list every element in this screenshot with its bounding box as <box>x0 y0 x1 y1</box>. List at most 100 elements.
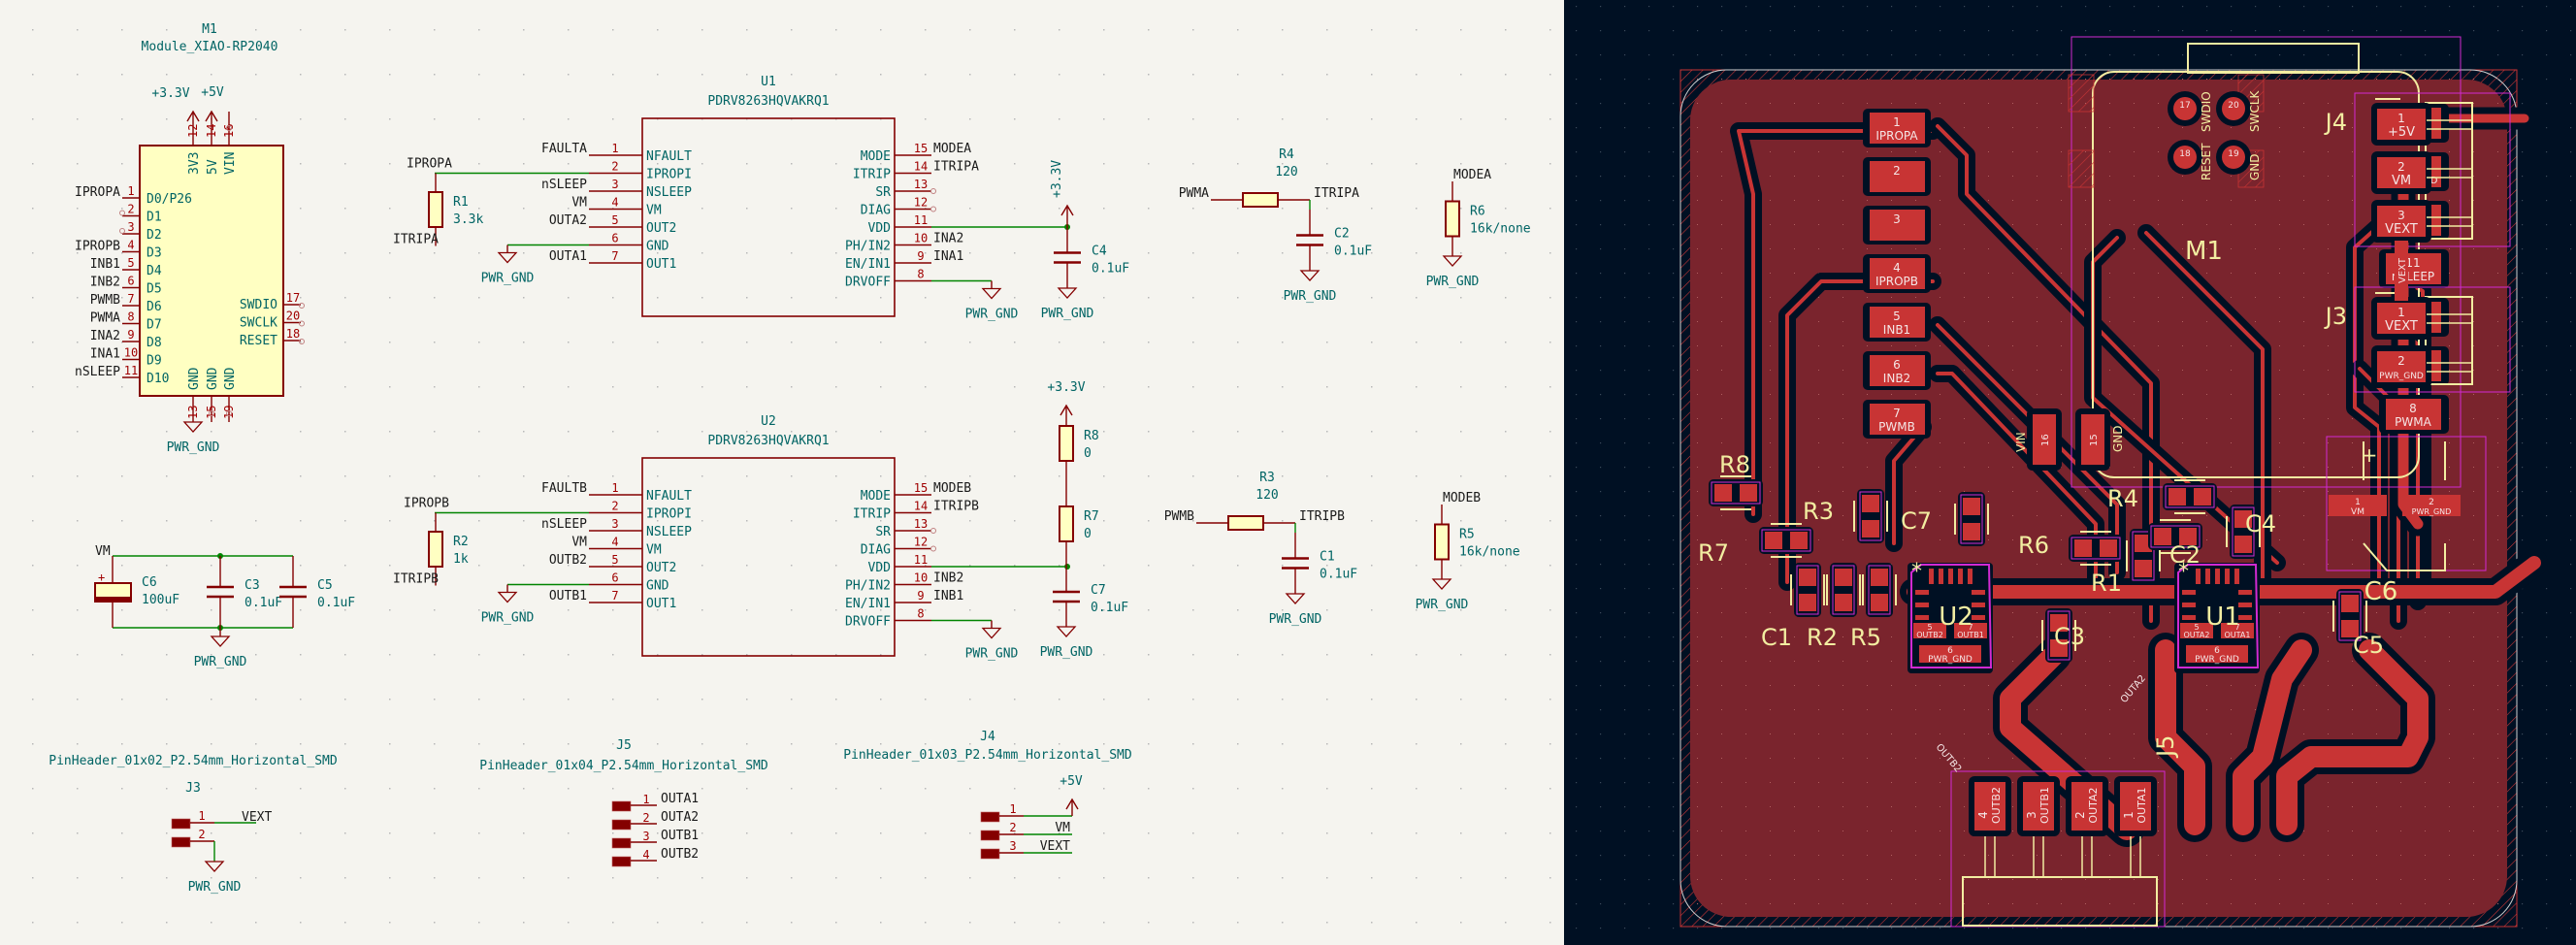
grid-dot <box>1673 151 1675 153</box>
footprint-r2[interactable]: R2 <box>1807 563 1861 651</box>
grid-dot <box>2134 491 2135 492</box>
pad-number: 11 <box>2405 256 2420 270</box>
pad-16[interactable]: 16 <box>2027 408 2062 471</box>
pin-number: 9 <box>917 589 924 603</box>
grid-dot <box>1697 297 1698 298</box>
footprint-c1[interactable]: C1 <box>1761 563 1825 651</box>
grid-dot <box>2497 248 2498 249</box>
capacitor-c7[interactable]: C70.1uF <box>1053 567 1128 627</box>
footprint-r7[interactable]: R7 <box>1698 523 1813 567</box>
grid-dot <box>1416 654 1418 656</box>
resistor-r7[interactable]: R70 <box>1059 481 1099 567</box>
footprint-r3[interactable]: R3 <box>1803 489 1888 543</box>
footprint-c4[interactable]: C4 <box>2226 505 2276 559</box>
pad-3[interactable]: 3 <box>1863 206 1931 244</box>
pad-15[interactable]: 15 <box>2075 408 2110 471</box>
capacitor-c4[interactable]: C40.1uF <box>1054 227 1129 288</box>
grid-dot <box>1192 163 1194 165</box>
resistor-r8[interactable]: R80 <box>1059 406 1099 481</box>
capacitor-c3[interactable]: C30.1uF <box>207 556 282 628</box>
capacitor-c1[interactable]: C10.1uF <box>1282 533 1357 594</box>
footprint-r5[interactable]: R5 <box>1850 563 1897 651</box>
driver-u1[interactable]: U1PDRV8263HQVAKRQ11NFAULTFAULTA2IPROPI3N… <box>393 75 1070 322</box>
connector-j4[interactable]: J4PinHeader_01x03_P2.54mm_Horizontal_SMD… <box>843 730 1132 860</box>
pcb-drawing[interactable]: M11IPROPA234IPROPB5INB16INB27PWMB14+5V13… <box>1564 0 2576 945</box>
ground-icon <box>1442 255 1463 267</box>
footprint-c3[interactable]: C3 <box>2041 608 2085 663</box>
grid-dot <box>1326 877 1328 879</box>
resistor-r3[interactable] <box>1196 515 1295 531</box>
footprint-r6[interactable]: R6 <box>2018 531 2123 566</box>
footprint-r8[interactable]: R8 <box>1709 451 1763 510</box>
grid-dot <box>880 386 882 388</box>
th-pad-17[interactable]: 17 <box>2168 91 2202 126</box>
connector-j5[interactable]: J5PinHeader_01x04_P2.54mm_Horizontal_SMD… <box>479 738 768 867</box>
capacitor-c2[interactable]: C20.1uF <box>1296 210 1372 271</box>
capacitor-c5[interactable]: C50.1uF <box>279 556 355 628</box>
th-pad-19[interactable]: 19 <box>2216 140 2251 175</box>
grid-dot <box>2449 564 2450 565</box>
resistor-r4[interactable] <box>1211 192 1310 208</box>
grid-dot <box>1648 733 1650 735</box>
pad-2[interactable]: 2VM <box>2371 151 2431 194</box>
connector-j3[interactable]: PinHeader_01x02_P2.54mm_Horizontal_SMDJ3… <box>49 754 338 895</box>
grid-dot <box>2255 273 2256 274</box>
grid-dot <box>1818 6 1820 8</box>
grid-dot <box>1794 200 1795 201</box>
schematic-drawing[interactable]: M1Module_XIAO-RP2040+3.3V+5V123V3145V16V… <box>0 0 1564 945</box>
component-value: 100uF <box>142 593 179 607</box>
pad-2[interactable]: 2 <box>1863 157 1931 196</box>
pcb-editor-canvas[interactable]: M11IPROPA234IPROPB5INB16INB27PWMB14+5V13… <box>1564 0 2576 945</box>
th-pad-18[interactable]: 18 <box>2168 140 2202 175</box>
th-pad-20[interactable]: 20 <box>2216 91 2251 126</box>
module-m1[interactable]: M1Module_XIAO-RP2040+3.3V+5V123V3145V16V… <box>75 22 305 455</box>
footprint-c5[interactable]: C5 <box>2332 589 2384 659</box>
footprint-c7[interactable]: C7 <box>1901 492 1989 546</box>
grid-dot <box>1148 431 1150 433</box>
ref-designator: J4 <box>980 730 995 744</box>
pad-1[interactable]: 1+5V <box>2371 103 2431 146</box>
grid-dot <box>2376 806 2377 807</box>
resistor-r1[interactable]: R13.3k <box>428 173 483 246</box>
footprint-c2[interactable]: C2 <box>2148 519 2202 569</box>
grid-dot <box>2231 127 2232 128</box>
footprint-r4[interactable]: R4 <box>2107 479 2217 514</box>
grid-dot <box>2522 224 2524 226</box>
grid-dot <box>1721 6 1723 8</box>
grid-dot <box>791 74 793 76</box>
driver-u2[interactable]: U2PDRV8263HQVAKRQ11NFAULTFAULTB2IPROPI3N… <box>393 414 1070 662</box>
grid-dot <box>746 342 748 343</box>
